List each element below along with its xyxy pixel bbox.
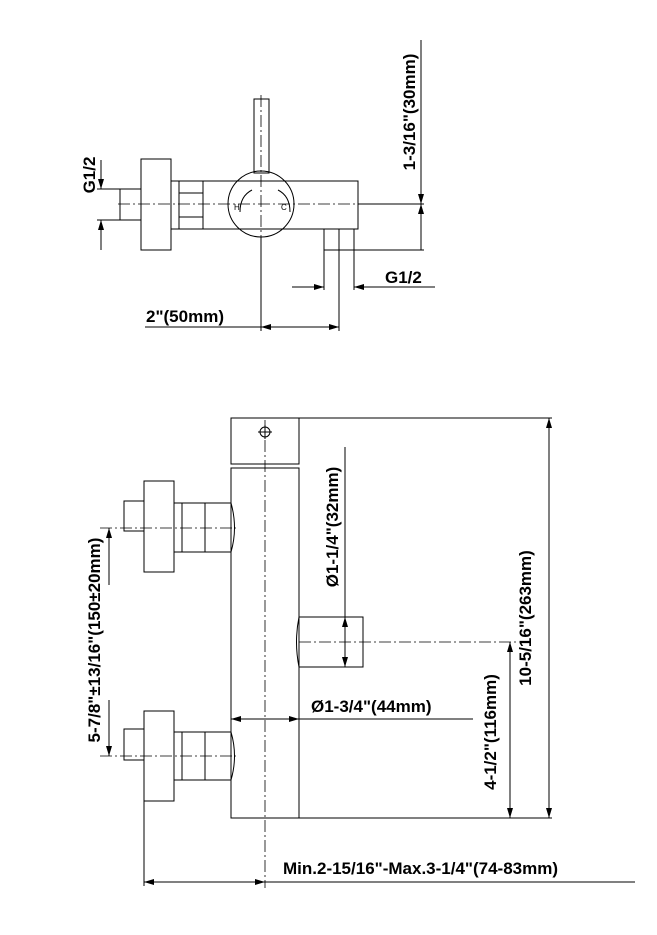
wall-flange bbox=[140, 158, 172, 251]
hot-mark: H bbox=[234, 203, 240, 212]
upper-flange bbox=[143, 480, 175, 573]
hot-arc-icon bbox=[239, 189, 253, 213]
outlet-diameter-label: Ø1-1/4"(32mm) bbox=[323, 467, 342, 588]
g12-bottom-label: G1/2 bbox=[385, 268, 422, 287]
total-height-label: 10-5/16"(263mm) bbox=[516, 550, 535, 686]
mixer-body bbox=[170, 180, 359, 230]
wall-distance-label: Min.2-15/16"-Max.3-1/4"(74-83mm) bbox=[283, 859, 558, 878]
height-dim-label: 1-3/16"(30mm) bbox=[400, 54, 419, 171]
lower-inlet-nipple bbox=[123, 728, 145, 761]
upper-inlet-nipple bbox=[123, 500, 145, 532]
offset-dim-label: 2"(50mm) bbox=[146, 307, 224, 326]
top-view: H C G1/2 1-3/16"(30mm) G1/2 2"(50mm) bbox=[80, 40, 435, 331]
inlet-spacing-label: 5-7/8"±13/16"(150±20mm) bbox=[85, 538, 104, 743]
shower-outlet bbox=[296, 616, 364, 668]
lever-handle bbox=[253, 98, 270, 174]
body-diameter-label: Ø1-3/4"(44mm) bbox=[311, 697, 432, 716]
upper-nut bbox=[173, 502, 235, 553]
inlet-nipple bbox=[119, 188, 142, 221]
cold-mark: C bbox=[281, 203, 287, 212]
outlet-height-label: 4-1/2"(116mm) bbox=[481, 674, 500, 790]
union-nut bbox=[178, 180, 204, 230]
g12-left-label: G1/2 bbox=[80, 157, 99, 194]
cold-arc-icon bbox=[277, 189, 291, 213]
lower-nut bbox=[173, 731, 235, 781]
front-view: 5-7/8"±13/16"(150±20mm) Ø1-1/4"(32mm) 10… bbox=[85, 417, 635, 888]
